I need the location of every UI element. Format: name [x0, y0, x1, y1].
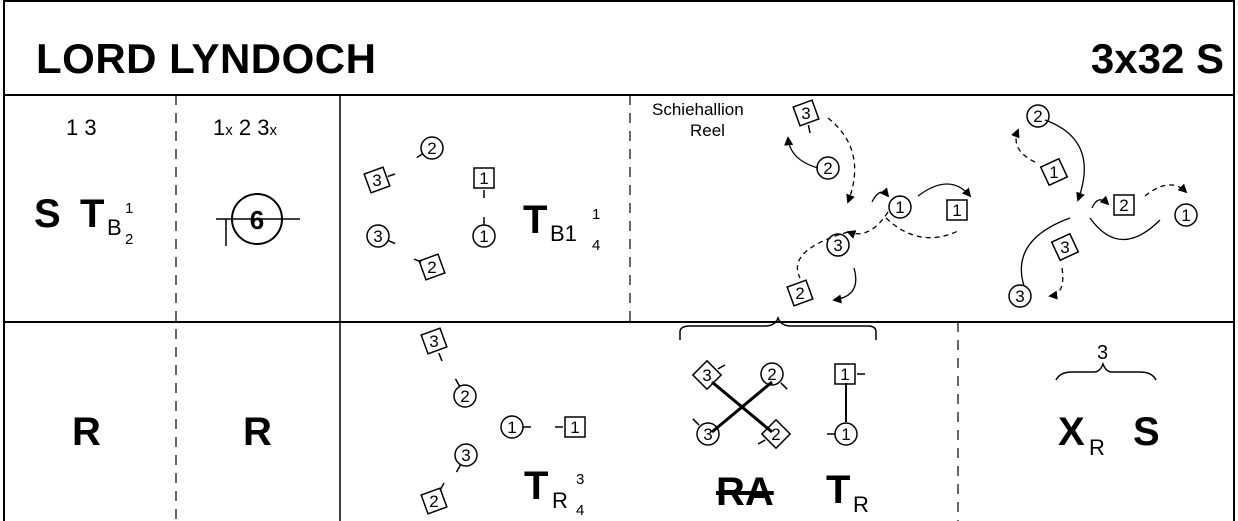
dancer-number: 3: [1015, 287, 1024, 306]
set-figure: S: [34, 192, 61, 236]
reel-figure: R: [243, 410, 272, 454]
dancer-number: 1: [1181, 206, 1190, 225]
man-dancer-square: 1: [555, 416, 586, 438]
dancer-number: 1: [841, 425, 850, 444]
dance-formation: 3x32 S: [1090, 35, 1224, 82]
turn-subscript: R: [552, 488, 568, 513]
dancer-number: 2: [767, 365, 776, 384]
dancer-number: 2: [1033, 107, 1042, 126]
woman-dancer-circle: 1: [500, 415, 531, 439]
circle-six-symbol: [216, 193, 300, 246]
dancer-number: 2: [460, 387, 469, 406]
rights-and-lefts: RA: [716, 470, 774, 514]
woman-dancer-circle: 1: [472, 217, 496, 248]
dancer-number: 1: [895, 198, 904, 217]
man-dancer-square: 3: [691, 359, 726, 391]
dancer-number: 1: [570, 418, 579, 437]
dancer-number: 3: [372, 171, 381, 190]
woman-dancer-circle: 3: [366, 224, 396, 248]
fraction-denominator: 4: [592, 237, 601, 254]
man-dancer-square: 3: [363, 166, 396, 194]
dancer-number: 3: [461, 446, 470, 465]
man-dancer-square: 1: [946, 199, 968, 221]
dancer-number: 3: [703, 425, 712, 444]
man-dancer-square: 1: [473, 167, 495, 198]
dancer-number: 3: [702, 366, 711, 385]
man-dancer-square: 2: [757, 418, 792, 450]
dancer-number: 3: [833, 236, 842, 255]
man-dancer-square: 3: [420, 327, 448, 362]
dancer-number: 1: [507, 418, 516, 437]
dancer-number: 3: [373, 227, 382, 246]
woman-dancer-circle: 1: [888, 195, 912, 219]
reel-label: Reel: [690, 121, 725, 140]
dancer-number: 3: [801, 104, 810, 123]
set-figure: S: [1133, 410, 1160, 454]
turn-figure: T: [524, 464, 549, 508]
man-dancer-square: 3: [1050, 232, 1080, 262]
woman-dancer-circle: 2: [416, 136, 444, 160]
dancer-number: 1: [479, 169, 488, 188]
woman-dancer-circle: 2: [1026, 104, 1050, 128]
reel-arrows: [784, 117, 972, 304]
turn-figure: T: [80, 192, 105, 236]
fraction-denominator: 2: [125, 231, 134, 248]
brace-label: 3: [1097, 342, 1109, 364]
man-dancer-square: 2: [786, 279, 814, 307]
man-dancer-square: 3: [792, 99, 820, 134]
brace: [679, 315, 877, 340]
dancer-number: 2: [823, 159, 832, 178]
reel-figure: R: [72, 410, 101, 454]
man-dancer-square: 2: [1113, 194, 1135, 216]
circle-six-number: 6: [250, 205, 264, 235]
fraction-numerator: 1: [592, 206, 601, 223]
turn-figure: T: [523, 198, 548, 242]
schiehallion-label: Schiehallion: [652, 100, 744, 119]
woman-dancer-circle: 3: [692, 418, 720, 446]
dancer-number: 3: [1060, 238, 1069, 257]
dancer-number: 2: [427, 139, 436, 158]
turn-subscript: B1: [550, 221, 577, 246]
fraction-numerator: 3: [576, 471, 585, 488]
brace: [1055, 361, 1157, 381]
dancer-number: 1: [840, 365, 849, 384]
reel-arrows: [1011, 119, 1188, 300]
man-dancer-square: 1: [834, 363, 865, 385]
turn-subscript: R: [853, 492, 869, 517]
fraction-numerator: 1: [125, 200, 134, 217]
dancer-number: 2: [795, 284, 804, 303]
dancer-number: 1: [952, 201, 961, 220]
dancer-number: 1: [479, 227, 488, 246]
dancer-number: 3: [429, 332, 438, 351]
cross-subscript: R: [1089, 435, 1105, 460]
rights-and-lefts-cross: [711, 380, 773, 434]
woman-dancer-circle: 3: [1008, 284, 1032, 308]
dancer-number: 2: [429, 492, 438, 511]
dancer-number: 2: [427, 258, 436, 277]
turn-subscript: B: [107, 215, 122, 240]
fraction-denominator: 4: [576, 502, 585, 519]
woman-dancer-circle: 1: [827, 422, 858, 446]
dancer-number: 1: [1049, 163, 1058, 182]
man-dancer-square: 1: [1039, 157, 1069, 187]
cross-figure: X: [1058, 410, 1085, 454]
dancer-number: 2: [771, 425, 780, 444]
man-dancer-square: 2: [413, 253, 446, 281]
bars-label: 1x 2 3x: [213, 115, 277, 140]
bars-label: 1 3: [66, 115, 97, 140]
dancer-number: 2: [1119, 196, 1128, 215]
woman-dancer-circle: 2: [816, 156, 840, 180]
woman-dancer-circle: 3: [454, 443, 478, 473]
man-dancer-square: 2: [420, 482, 448, 515]
woman-dancer-circle: 2: [453, 378, 477, 408]
woman-dancer-circle: 3: [826, 233, 850, 257]
dance-title: LORD LYNDOCH: [36, 35, 377, 82]
woman-dancer-circle: 1: [1174, 203, 1198, 227]
turn-figure: T: [826, 468, 851, 512]
woman-dancer-circle: 2: [760, 362, 788, 390]
